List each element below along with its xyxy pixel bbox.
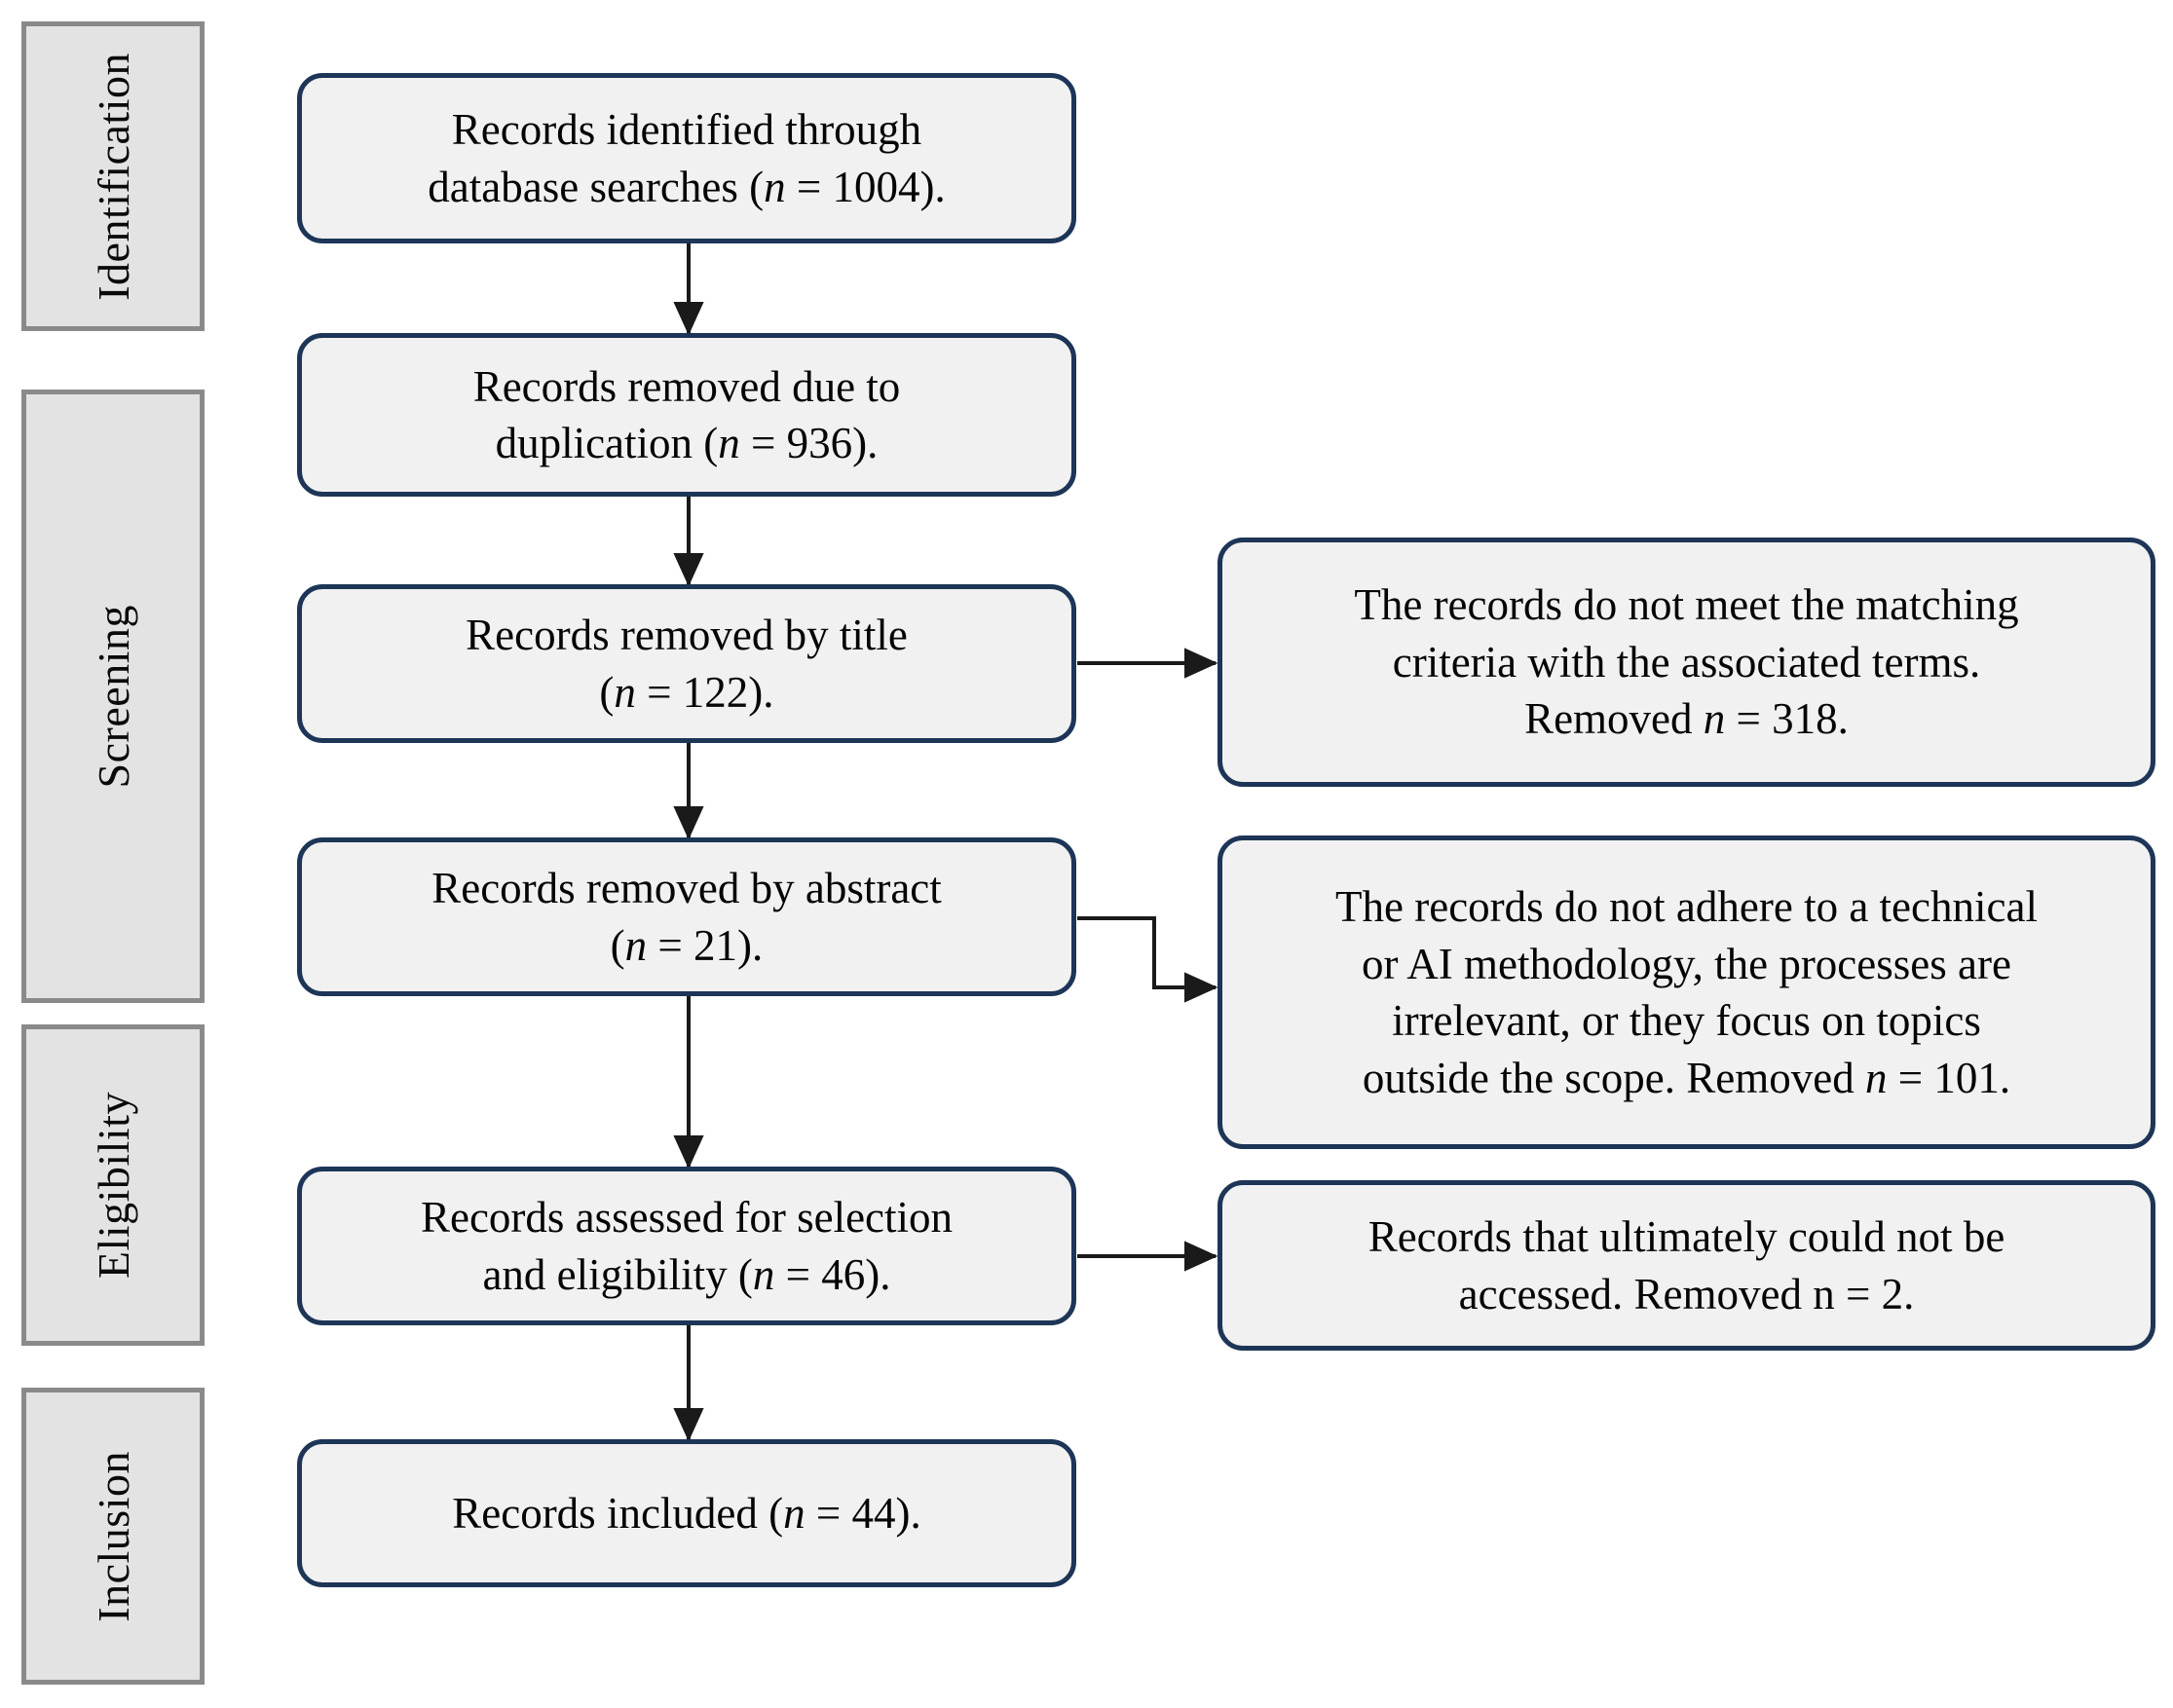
flow-box-included-text: Records included (n = 44).: [434, 1485, 939, 1542]
text-line: The records do not meet the matching: [1354, 580, 2019, 630]
text-line: The records do not adhere to a technical: [1335, 882, 2038, 931]
stage-label-eligibility: Eligibility: [88, 1091, 138, 1280]
reason-box-title-text: The records do not meet the matching crit…: [1336, 576, 2036, 748]
arrow-abstract-to-reason: [1077, 916, 1218, 1003]
text-line: accessed. Removed n = 2.: [1458, 1269, 1915, 1318]
reason-box-abstract[interactable]: The records do not adhere to a technical…: [1218, 835, 2155, 1149]
text-line: (n = 21).: [610, 920, 764, 970]
stage-label-inclusion: Inclusion: [88, 1450, 138, 1622]
text-line: outside the scope. Removed n = 101.: [1362, 1053, 2011, 1102]
stage-box-screening: Screening: [21, 390, 205, 1003]
stage-label-identification: Identification: [88, 52, 138, 301]
reason-box-abstract-text: The records do not adhere to a technical…: [1318, 878, 2055, 1106]
flow-box-included[interactable]: Records included (n = 44).: [297, 1439, 1076, 1587]
reason-box-title[interactable]: The records do not meet the matching crit…: [1218, 538, 2155, 787]
text-line: Records removed by title: [466, 611, 908, 659]
text-line: criteria with the associated terms.: [1392, 637, 1981, 687]
reason-box-access-text: Records that ultimately could not be acce…: [1351, 1208, 2023, 1322]
text-line: Records included (n = 44).: [452, 1488, 921, 1538]
text-line: duplication (n = 936).: [495, 419, 879, 467]
flow-box-duplicates-removed-text: Records removed due to duplication (n = 9…: [456, 358, 918, 472]
text-line: Records that ultimately could not be: [1367, 1212, 2005, 1261]
stage-label-screening: Screening: [88, 604, 138, 789]
reason-box-access[interactable]: Records that ultimately could not be acce…: [1218, 1180, 2155, 1351]
flow-box-duplicates-removed[interactable]: Records removed due to duplication (n = 9…: [297, 333, 1076, 497]
text-line: Removed n = 318.: [1524, 694, 1849, 744]
flow-box-assessed-eligibility[interactable]: Records assessed for selection and eligib…: [297, 1167, 1076, 1325]
text-line: Records removed due to: [472, 361, 901, 411]
stage-box-eligibility: Eligibility: [21, 1024, 205, 1346]
text-line: or AI methodology, the processes are: [1362, 939, 2011, 988]
stage-box-inclusion: Inclusion: [21, 1388, 205, 1685]
flow-box-identified-text: Records identified through database searc…: [410, 101, 962, 215]
text-line: database searches (n = 1004).: [428, 162, 946, 211]
flow-box-removed-by-abstract-text: Records removed by abstract (n = 21).: [414, 860, 959, 974]
flow-box-removed-by-title-text: Records removed by title (n = 122).: [448, 607, 925, 721]
text-line: irrelevant, or they focus on topics: [1392, 996, 1981, 1045]
text-line: Records assessed for selection: [420, 1193, 954, 1242]
flow-box-identified[interactable]: Records identified through database searc…: [297, 73, 1076, 243]
text-line: (n = 122).: [599, 667, 774, 717]
flow-box-assessed-eligibility-text: Records assessed for selection and eligib…: [403, 1189, 970, 1303]
text-line: Records removed by abstract: [431, 864, 942, 912]
text-line: Records identified through: [451, 105, 922, 154]
flow-box-removed-by-abstract[interactable]: Records removed by abstract (n = 21).: [297, 837, 1076, 996]
text-line: and eligibility (n = 46).: [482, 1249, 891, 1299]
flow-box-removed-by-title[interactable]: Records removed by title (n = 122).: [297, 584, 1076, 743]
stage-box-identification: Identification: [21, 21, 205, 331]
